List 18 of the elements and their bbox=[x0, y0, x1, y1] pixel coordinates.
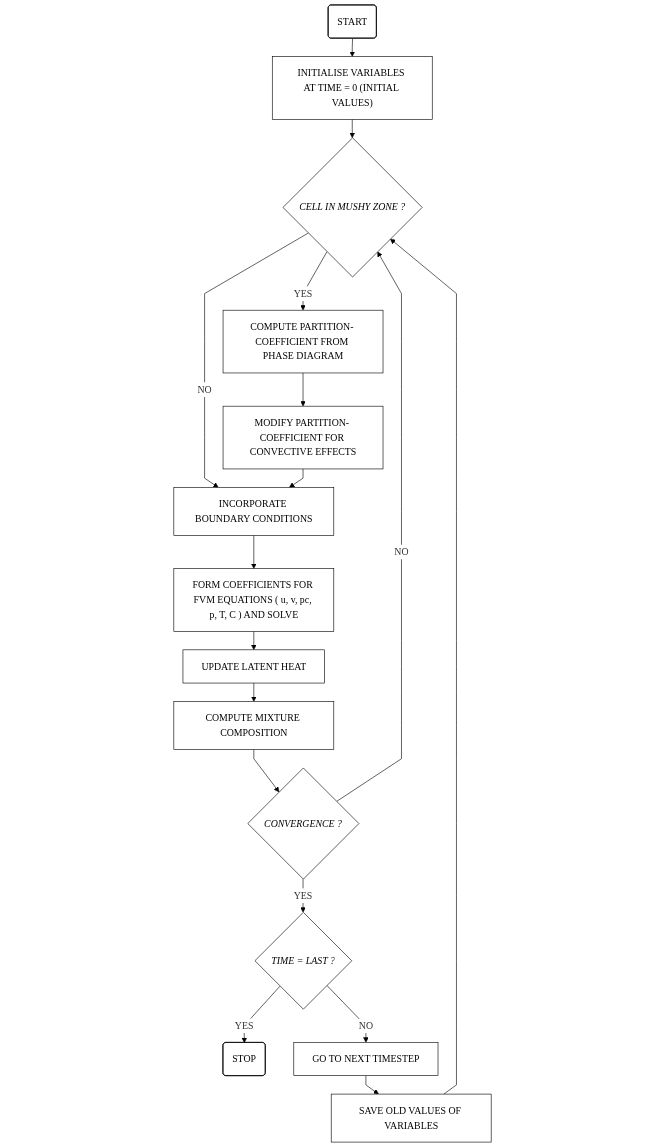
edge-label: NO bbox=[394, 546, 409, 557]
node-box: COMPUTE PARTITION- COEFFICIENT FROM PHASE DIAGRAM bbox=[222, 309, 384, 374]
edge-label: YES bbox=[293, 890, 313, 901]
edge-label: YES bbox=[234, 1020, 254, 1031]
node-box: UPDATE LATENT HEAT bbox=[182, 649, 325, 684]
node-box: GO TO NEXT TIMESTEP bbox=[293, 1042, 439, 1076]
node-box: FORM COEFFICIENTS FOR FVM EQUATIONS ( u, v, pc, p, T, C ) AND SOLVE bbox=[173, 568, 335, 632]
node-box: MODIFY PARTITION- COEFFICIENT FOR CONVECTIVE EFFECTS bbox=[222, 405, 384, 470]
edge-label: NO bbox=[197, 384, 212, 395]
edge-label: NO bbox=[358, 1020, 374, 1031]
node-box: INCORPORATE BOUNDARY CONDITIONS bbox=[173, 487, 335, 536]
node-box: INITIALISE VARIABLES AT TIME = 0 (INITIAL VALUES) bbox=[271, 56, 433, 120]
node-box: SAVE OLD VALUES OF VARIABLES bbox=[330, 1093, 492, 1143]
edge-label: YES bbox=[293, 288, 313, 299]
node-diamond: CELL IN MUSHY ZONE ? bbox=[282, 137, 423, 278]
node-diamond: TIME = LAST ? bbox=[254, 912, 353, 1010]
node-box: COMPUTE MIXTURE COMPOSITION bbox=[173, 701, 335, 750]
node-diamond: CONVERGENCE ? bbox=[247, 767, 360, 880]
